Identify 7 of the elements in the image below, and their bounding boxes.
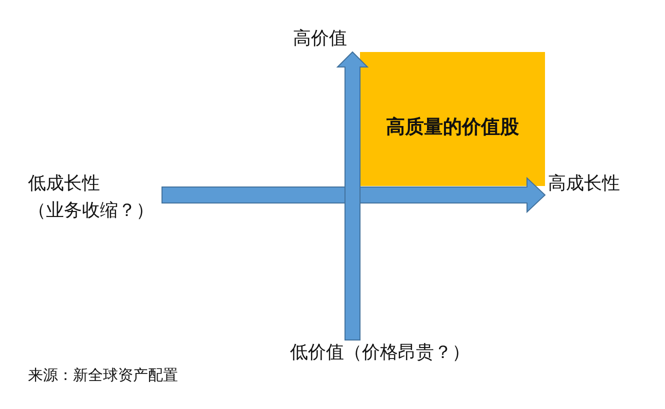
source-note: 来源：新全球资产配置 — [28, 366, 178, 384]
axis-label: 低成长性（业务收缩？） — [28, 172, 155, 223]
axis-label: 高成长性 — [548, 173, 620, 195]
box-title: 高质量的价值股 — [386, 115, 519, 139]
axis-label: 高价值 — [293, 28, 347, 50]
quadrant-box — [360, 52, 545, 186]
axis-label: 低价值（价格昂贵？） — [290, 342, 470, 364]
